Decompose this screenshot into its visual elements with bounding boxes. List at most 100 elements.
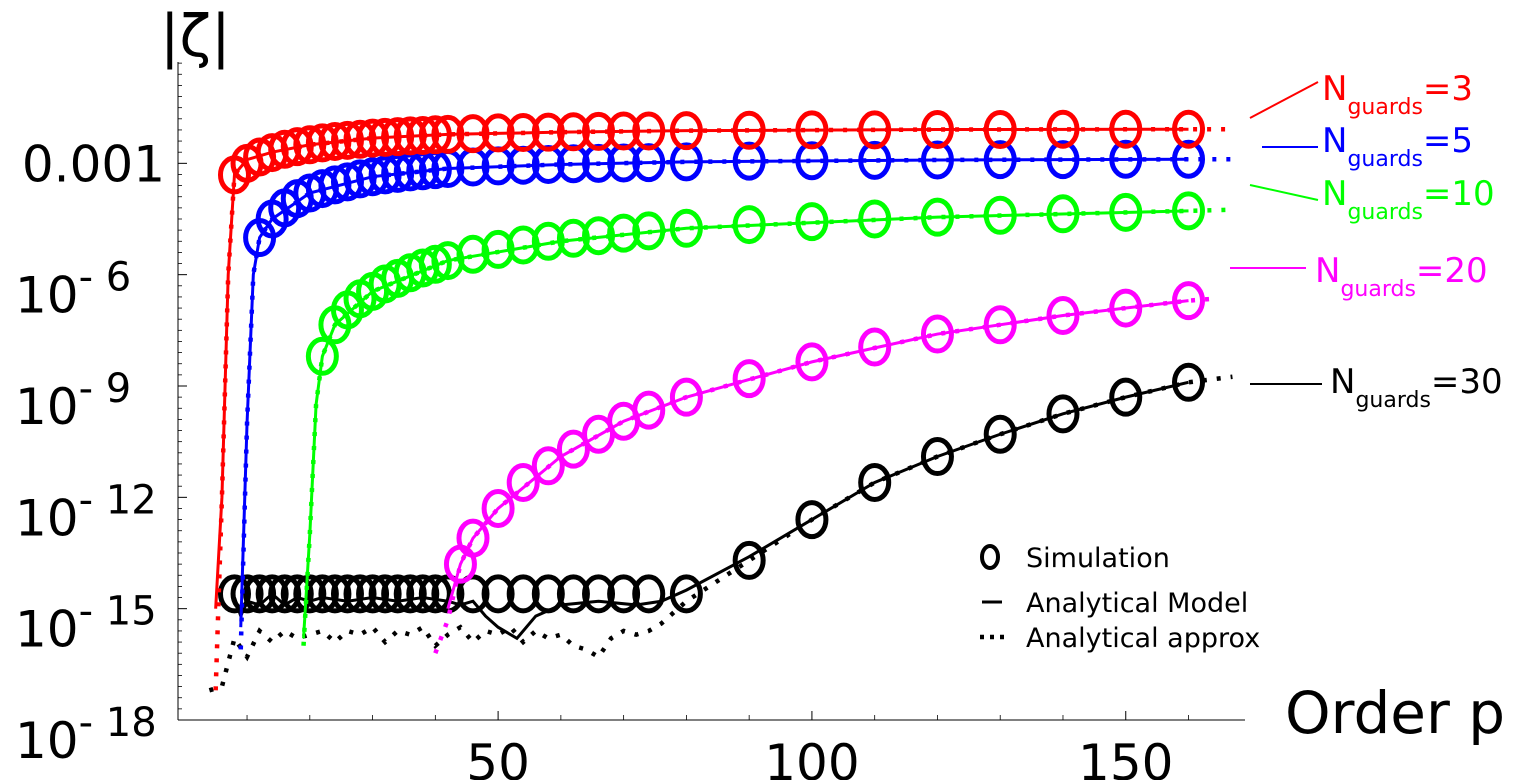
sim-point bbox=[669, 208, 703, 248]
sim-point bbox=[531, 446, 565, 486]
sim-point bbox=[330, 574, 364, 614]
sim-point bbox=[230, 574, 264, 614]
sim-point bbox=[217, 574, 251, 614]
series-n3 bbox=[213, 109, 1233, 691]
series-label: Nguards=30 bbox=[1330, 362, 1503, 413]
model-line bbox=[233, 380, 1189, 641]
sim-point bbox=[795, 202, 829, 242]
x-tick-label: 150 bbox=[1078, 734, 1173, 780]
sim-point bbox=[858, 140, 892, 180]
sim-point bbox=[607, 213, 641, 253]
sim-point bbox=[920, 437, 954, 477]
legend-label: Simulation bbox=[1026, 543, 1170, 574]
sim-point bbox=[431, 114, 465, 154]
axes bbox=[177, 62, 1245, 721]
sim-point bbox=[983, 195, 1017, 235]
sim-point bbox=[356, 118, 390, 158]
sim-point bbox=[795, 342, 829, 382]
sim-point bbox=[1172, 191, 1206, 231]
sim-point bbox=[381, 153, 415, 193]
series-label-leader bbox=[1249, 184, 1319, 201]
sim-point bbox=[582, 111, 616, 151]
sim-point bbox=[255, 574, 289, 614]
series-label: Nguards=20 bbox=[1315, 251, 1488, 302]
sim-point bbox=[456, 518, 490, 558]
sim-point bbox=[356, 157, 390, 197]
sim-point bbox=[669, 574, 703, 614]
sim-point bbox=[343, 574, 377, 614]
sim-point bbox=[268, 574, 302, 614]
series-label-leader bbox=[1249, 81, 1319, 119]
sim-point bbox=[305, 574, 339, 614]
sim-point bbox=[418, 115, 452, 155]
sim-point bbox=[343, 119, 377, 159]
y-tick-label: 10- 12 bbox=[15, 477, 157, 547]
series-n10 bbox=[301, 191, 1233, 646]
sim-point bbox=[481, 113, 515, 153]
sim-point bbox=[556, 112, 590, 152]
legend-label: Analytical Model bbox=[1026, 588, 1248, 619]
sim-point bbox=[795, 110, 829, 150]
sim-point bbox=[418, 244, 452, 284]
sim-point bbox=[506, 574, 540, 614]
sim-point bbox=[1172, 281, 1206, 321]
sim-point bbox=[481, 488, 515, 528]
y-axis-title: |ζ| bbox=[160, 2, 231, 70]
sim-point bbox=[795, 141, 829, 181]
sim-point bbox=[556, 574, 590, 614]
y-tick-label: 10- 9 bbox=[15, 366, 131, 436]
y-tick-label: 10- 18 bbox=[15, 700, 157, 770]
sim-point bbox=[318, 574, 352, 614]
sim-point bbox=[795, 500, 829, 540]
sim-point bbox=[1172, 109, 1206, 149]
x-tick-label: 50 bbox=[466, 734, 530, 780]
model-line bbox=[214, 127, 1189, 609]
sim-point bbox=[556, 429, 590, 469]
series-label: Nguards=3 bbox=[1322, 69, 1473, 120]
sim-point bbox=[305, 336, 339, 376]
y-tick-label: 10- 15 bbox=[15, 589, 157, 659]
series-n20 bbox=[433, 281, 1214, 654]
sim-point bbox=[456, 114, 490, 154]
sim-point bbox=[381, 574, 415, 614]
y-tick-label: 10- 6 bbox=[15, 255, 131, 325]
sim-point bbox=[368, 117, 402, 157]
sim-point bbox=[1046, 394, 1080, 434]
sim-point bbox=[531, 221, 565, 261]
sim-point bbox=[531, 574, 565, 614]
sim-point bbox=[858, 110, 892, 150]
sim-point bbox=[920, 110, 954, 150]
sim-point bbox=[1046, 109, 1080, 149]
sim-point bbox=[393, 574, 427, 614]
sim-point bbox=[920, 197, 954, 237]
sim-point bbox=[983, 140, 1017, 180]
sim-point bbox=[368, 574, 402, 614]
sim-point bbox=[632, 211, 666, 251]
sim-point bbox=[1109, 288, 1143, 328]
sim-point bbox=[280, 127, 314, 167]
sim-point bbox=[607, 111, 641, 151]
sim-point bbox=[356, 574, 390, 614]
sim-point bbox=[732, 205, 766, 245]
sim-point bbox=[318, 121, 352, 161]
legend-label: Analytical approx bbox=[1026, 623, 1260, 654]
sim-point bbox=[1172, 139, 1206, 179]
sim-point bbox=[983, 414, 1017, 454]
sim-point bbox=[669, 142, 703, 182]
sim-point bbox=[983, 110, 1017, 150]
series-layer bbox=[208, 109, 1233, 693]
sim-point bbox=[330, 120, 364, 160]
sim-point bbox=[280, 574, 314, 614]
sim-point bbox=[406, 574, 440, 614]
sim-point bbox=[418, 574, 452, 614]
sim-point bbox=[456, 574, 490, 614]
sim-point bbox=[632, 390, 666, 430]
sim-point bbox=[1172, 362, 1206, 402]
sim-point bbox=[506, 225, 540, 265]
sim-point bbox=[1109, 377, 1143, 417]
sim-point bbox=[858, 199, 892, 239]
sim-point bbox=[858, 327, 892, 367]
sim-point bbox=[368, 155, 402, 195]
